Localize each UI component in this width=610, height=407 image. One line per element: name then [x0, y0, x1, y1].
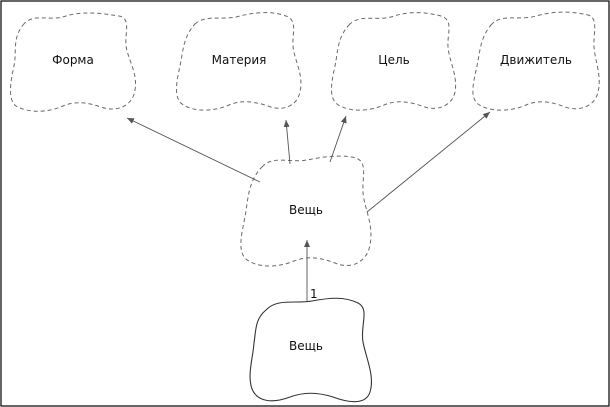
node-forma: Форма [10, 12, 137, 112]
node-label: Материя [212, 53, 267, 67]
node-veshch-ideal: Вещь [240, 155, 372, 267]
edge-veshch-to-forma [126, 117, 261, 183]
edge-veshch-to-dvizhitel [366, 111, 491, 213]
node-label: Вещь [289, 339, 323, 353]
cloud-shape [331, 12, 457, 111]
node-label: Форма [52, 53, 94, 67]
node-label: Цель [378, 53, 409, 67]
cloud-shape [472, 11, 600, 111]
cloud-shape [176, 12, 302, 111]
multiplicity-label: 1 [310, 287, 318, 301]
edge-veshch-to-tsel [329, 115, 347, 163]
cloud-shape [10, 12, 137, 112]
node-materiya: Материя [176, 12, 302, 111]
node-veshch-real: Вещь [249, 297, 372, 403]
node-label: Вещь [289, 203, 323, 217]
node-label: Движитель [500, 53, 572, 67]
edge-veshch-to-materiya [283, 119, 291, 165]
node-dvizhitel: Движитель [472, 11, 600, 111]
node-tsel: Цель [331, 12, 457, 111]
cloud-shape [249, 297, 372, 403]
